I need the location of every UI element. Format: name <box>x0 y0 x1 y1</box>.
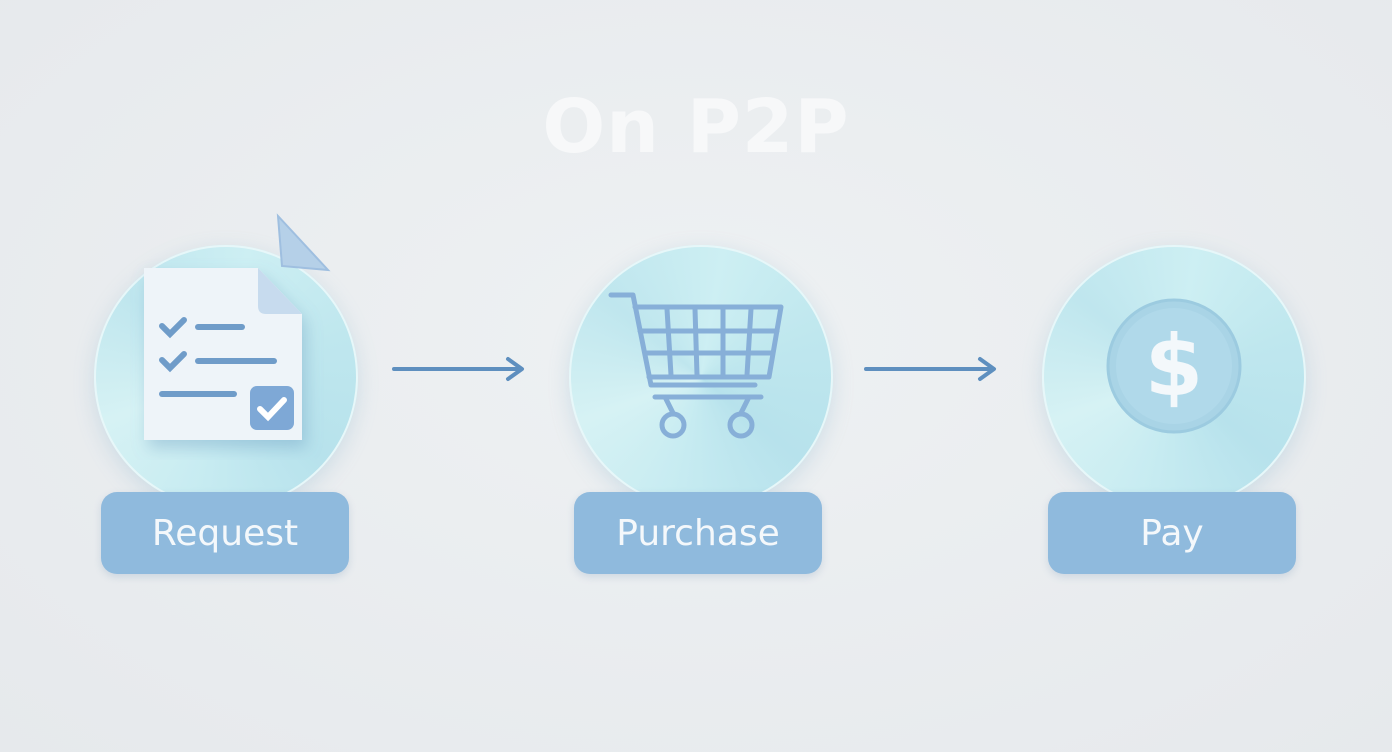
shopping-cart-icon <box>608 292 784 439</box>
arrow-right-icon <box>392 357 524 381</box>
diagram-title: On P2P <box>542 84 850 170</box>
dollar-coin-icon: $ <box>1106 298 1242 434</box>
arrow-right-icon <box>864 357 996 381</box>
request-label: Request <box>101 492 349 574</box>
purchase-label: Purchase <box>574 492 822 574</box>
pay-label: Pay <box>1048 492 1296 574</box>
checklist-document-icon <box>144 213 331 440</box>
svg-text:$: $ <box>1145 317 1203 415</box>
